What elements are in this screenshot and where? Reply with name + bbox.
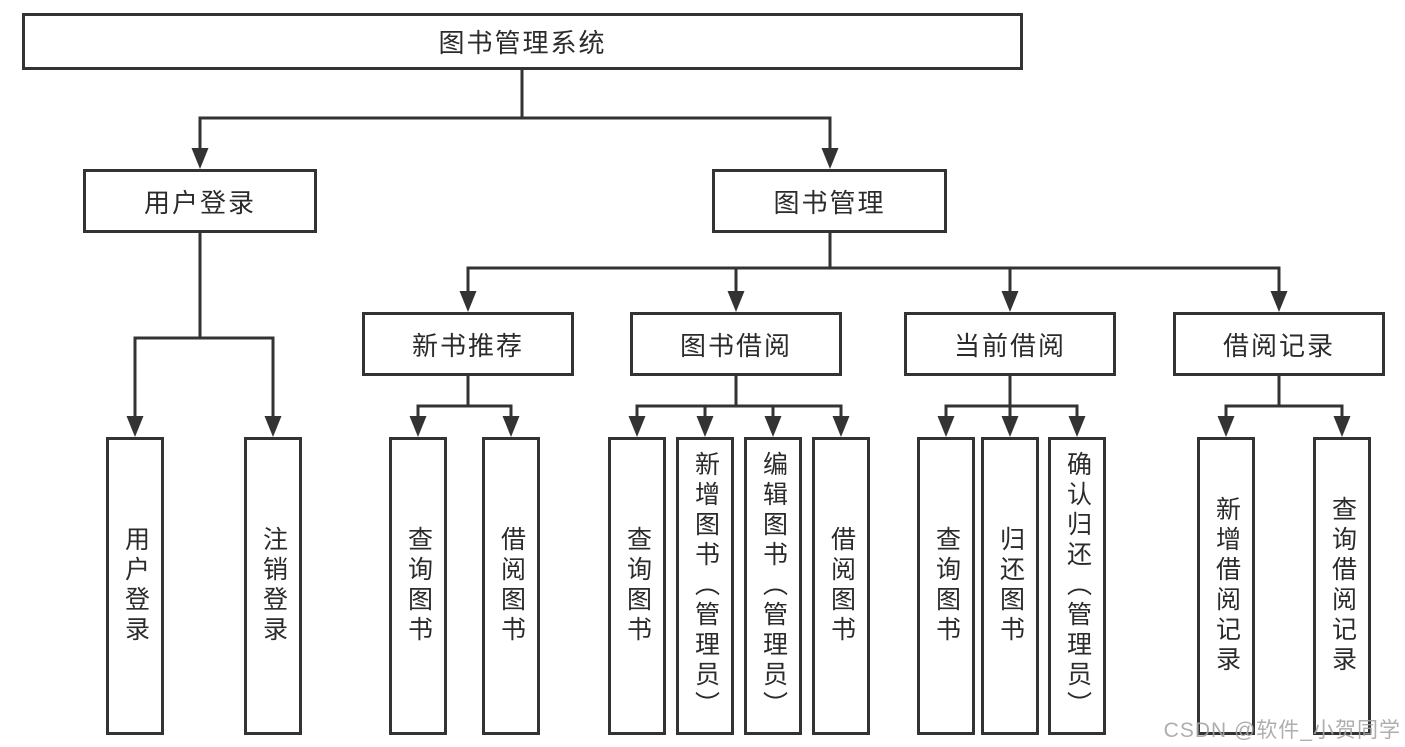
leaf-query-borrow-record: 查询借阅记录 — [1313, 437, 1371, 735]
leaf-query-borrow-record-label: 查询借阅记录 — [1328, 496, 1357, 676]
connector-root-to-level2 — [191, 70, 839, 169]
leaf-user-login-label: 用户登录 — [121, 526, 150, 646]
node-current-borrow: 当前借阅 — [904, 312, 1116, 376]
connector-recommend-to-leaves — [409, 376, 520, 437]
leaf-borrow-query-books: 查询图书 — [608, 437, 666, 735]
node-book-borrow: 图书借阅 — [630, 312, 842, 376]
leaf-logout: 注销登录 — [244, 437, 302, 735]
node-new-book-recommend-label: 新书推荐 — [411, 330, 524, 361]
node-book-borrow-label: 图书借阅 — [679, 330, 792, 361]
node-root: 图书管理系统 — [22, 13, 1023, 70]
leaf-recommend-query-books: 查询图书 — [389, 437, 447, 735]
connector-current-to-leaves — [937, 376, 1086, 437]
leaf-return-books: 归还图书 — [981, 437, 1039, 735]
leaf-add-books-admin: 新增图书（管理员） — [676, 437, 734, 735]
leaf-current-query-books-label: 查询图书 — [932, 526, 961, 646]
node-borrow-records-label: 借阅记录 — [1222, 330, 1335, 361]
leaf-add-borrow-record: 新增借阅记录 — [1197, 437, 1255, 735]
node-book-mgmt-label: 图书管理 — [773, 187, 886, 218]
leaf-recommend-borrow-books: 借阅图书 — [482, 437, 540, 735]
connector-login-to-leaves — [126, 233, 282, 437]
connector-mgmt-to-level3 — [459, 233, 1288, 312]
leaf-borrow-books: 借阅图书 — [812, 437, 870, 735]
leaf-confirm-return-admin-label: 确认归还（管理员） — [1063, 451, 1092, 721]
node-new-book-recommend: 新书推荐 — [362, 312, 574, 376]
leaf-confirm-return-admin: 确认归还（管理员） — [1048, 437, 1106, 735]
node-user-login: 用户登录 — [83, 169, 317, 233]
node-borrow-records: 借阅记录 — [1173, 312, 1385, 376]
node-root-label: 图书管理系统 — [438, 28, 607, 58]
leaf-borrow-query-books-label: 查询图书 — [623, 526, 652, 646]
connector-records-to-leaves — [1217, 376, 1351, 437]
node-user-login-label: 用户登录 — [143, 187, 256, 218]
node-current-borrow-label: 当前借阅 — [953, 330, 1066, 361]
leaf-recommend-query-books-label: 查询图书 — [404, 526, 433, 646]
leaf-borrow-books-label: 借阅图书 — [827, 526, 856, 646]
leaf-logout-label: 注销登录 — [259, 526, 288, 646]
leaf-add-books-admin-label: 新增图书（管理员） — [691, 451, 720, 721]
node-book-mgmt: 图书管理 — [712, 169, 947, 233]
leaf-edit-books-admin-label: 编辑图书（管理员） — [759, 451, 788, 721]
leaf-recommend-borrow-books-label: 借阅图书 — [497, 526, 526, 646]
leaf-edit-books-admin: 编辑图书（管理员） — [744, 437, 802, 735]
leaf-add-borrow-record-label: 新增借阅记录 — [1212, 496, 1241, 676]
watermark: CSDN @软件_小贺同学 — [1163, 719, 1401, 742]
connector-borrow-to-leaves — [628, 376, 850, 437]
leaf-user-login: 用户登录 — [106, 437, 164, 735]
leaf-return-books-label: 归还图书 — [996, 526, 1025, 646]
leaf-current-query-books: 查询图书 — [917, 437, 975, 735]
